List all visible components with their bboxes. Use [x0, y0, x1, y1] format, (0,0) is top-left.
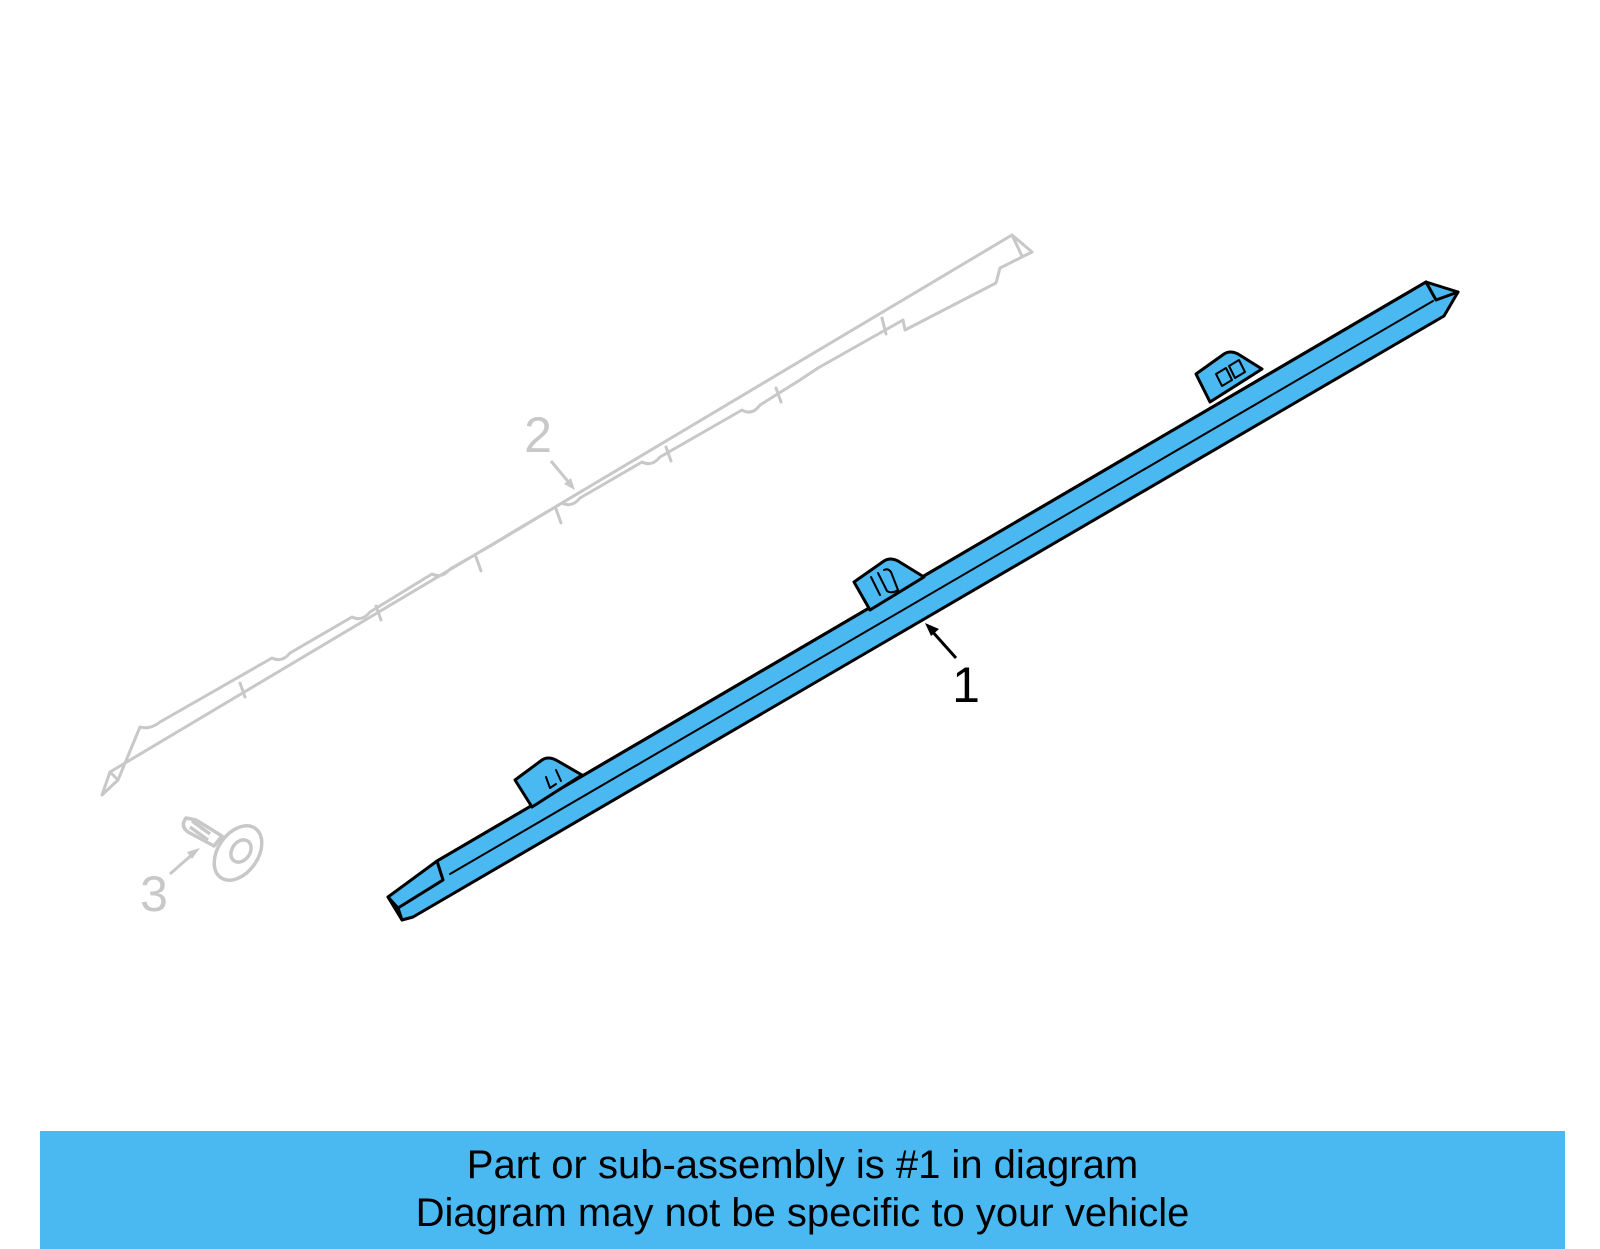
part-1-belt-molding[interactable] — [386, 280, 1460, 922]
part-3-fastener — [181, 816, 264, 882]
banner-line-part-number: Part or sub-assembly is #1 in diagram — [466, 1143, 1139, 1187]
callout-3: 3 — [140, 848, 200, 922]
callout-2-arrow — [549, 460, 575, 490]
callout-3-label: 3 — [140, 866, 168, 922]
callout-1: 1 — [925, 623, 980, 713]
callout-1-label: 1 — [952, 657, 980, 713]
callout-1-arrow — [925, 623, 958, 659]
disclaimer-banner: Part or sub-assembly is #1 in diagram Di… — [40, 1131, 1565, 1249]
callout-2-label: 2 — [524, 407, 552, 463]
part-2-weatherstrip — [100, 233, 1034, 797]
callout-3-arrow — [169, 848, 200, 876]
banner-line-disclaimer: Diagram may not be specific to your vehi… — [415, 1191, 1190, 1235]
callout-2: 2 — [524, 407, 575, 490]
